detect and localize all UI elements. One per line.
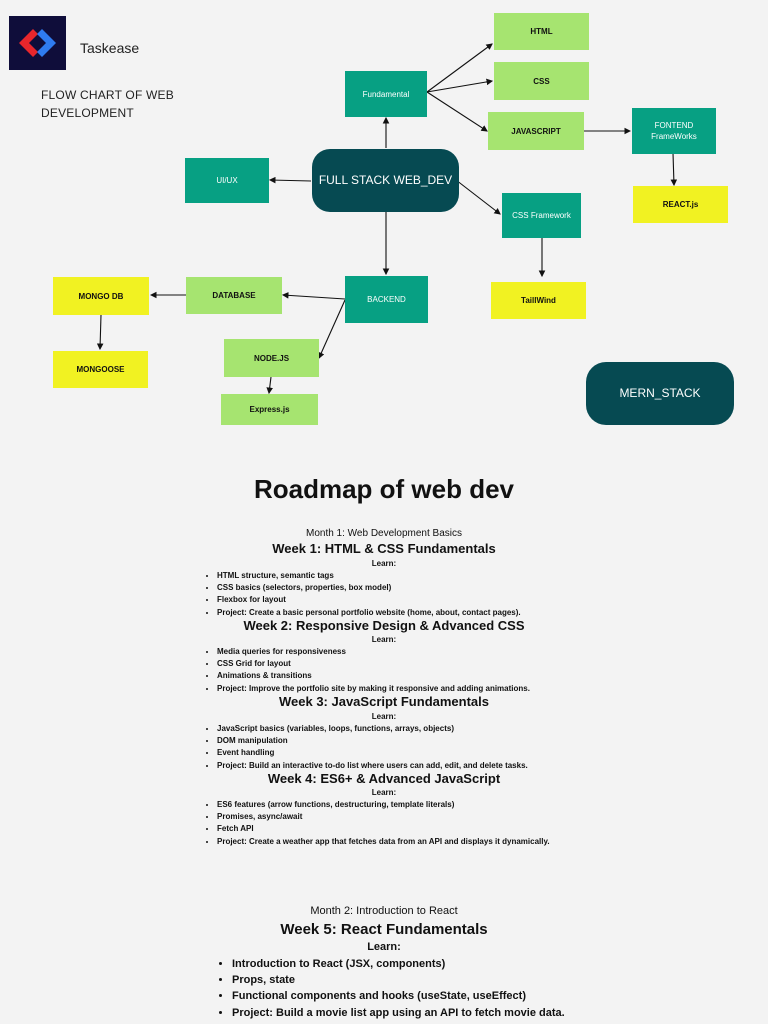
node-react: REACT.js	[633, 186, 728, 223]
list-item: Media queries for responsiveness	[217, 646, 530, 658]
list-item: DOM manipulation	[217, 735, 528, 747]
list-item: Project: Create a basic personal portfol…	[217, 607, 521, 619]
link-fundamental-javascript	[426, 91, 488, 132]
week-5-learn-label: Learn:	[367, 941, 401, 953]
link-frameworks-react	[670, 152, 678, 187]
week-2-title: Week 2: Responsive Design & Advanced CSS	[243, 618, 525, 633]
link-fundamental-css	[426, 78, 494, 93]
week-4-list: ES6 features (arrow functions, destructu…	[207, 799, 550, 848]
link-fullstack-uiux	[268, 176, 312, 184]
list-item: Introduction to React (JSX, components)	[232, 956, 565, 972]
week-5-list: Introduction to React (JSX, components) …	[222, 956, 565, 1021]
list-item: ES6 features (arrow functions, destructu…	[217, 799, 550, 811]
link-fullstack-cssframework	[455, 179, 501, 215]
node-javascript: JAVASCRIPT	[488, 112, 584, 150]
roadmap-title: Roadmap of web dev	[253, 474, 515, 504]
list-item: Flexbox for layout	[217, 594, 521, 606]
week-2-learn-label: Learn:	[371, 635, 397, 644]
week-1-title: Week 1: HTML & CSS Fundamentals	[272, 541, 496, 556]
node-uiux: UI/UX	[185, 158, 269, 203]
node-database: DATABASE	[186, 277, 282, 314]
taskease-logo	[9, 16, 66, 70]
node-fullstack-webdev: FULL STACK WEB_DEV	[312, 149, 459, 212]
brand-name: Taskease	[80, 40, 140, 56]
link-nodejs-express	[266, 376, 273, 395]
week-3-learn-label: Learn:	[371, 712, 397, 721]
node-fundamental: Fundamental	[345, 71, 427, 117]
node-css: CSS	[494, 62, 589, 100]
list-item: Fetch API	[217, 823, 550, 835]
list-item: Project: Build an interactive to-do list…	[217, 760, 528, 772]
list-item: Functional components and hooks (useStat…	[232, 988, 565, 1004]
node-express: Express.js	[221, 394, 318, 425]
node-mongoose: MONGOOSE	[53, 351, 148, 388]
list-item: Project: Create a weather app that fetch…	[217, 836, 550, 848]
node-mern-stack: MERN_STACK	[586, 362, 734, 425]
list-item: HTML structure, semantic tags	[217, 570, 521, 582]
list-item: Event handling	[217, 747, 528, 759]
node-css-framework: CSS Framework	[502, 193, 581, 238]
link-fundamental-html	[426, 43, 493, 93]
node-mongodb: MONGO DB	[53, 277, 149, 315]
week-3-title: Week 3: JavaScript Fundamentals	[278, 694, 489, 709]
node-tailwind: TaillWind	[491, 282, 586, 319]
month-1-title: Month 1: Web Development Basics	[305, 528, 462, 539]
list-item: Props, state	[232, 972, 565, 988]
week-1-list: HTML structure, semantic tags CSS basics…	[207, 570, 521, 619]
list-item: CSS basics (selectors, properties, box m…	[217, 582, 521, 594]
flowchart-connectors	[96, 43, 678, 395]
week-4-title: Week 4: ES6+ & Advanced JavaScript	[267, 771, 501, 786]
list-item: Project: Improve the portfolio site by m…	[217, 683, 530, 695]
list-item: Promises, async/await	[217, 811, 550, 823]
week-2-list: Media queries for responsiveness CSS Gri…	[207, 646, 530, 695]
list-item: CSS Grid for layout	[217, 658, 530, 670]
week-5-title: Week 5: React Fundamentals	[280, 921, 488, 938]
node-nodejs: NODE.JS	[224, 339, 319, 377]
link-backend-database	[281, 292, 346, 300]
list-item: Animations & transitions	[217, 670, 530, 682]
link-backend-nodejs	[318, 299, 346, 360]
node-backend: BACKEND	[345, 276, 428, 323]
list-item: JavaScript basics (variables, loops, fun…	[217, 723, 528, 735]
week-1-learn-label: Learn:	[371, 559, 397, 568]
list-item: Project: Build a movie list app using an…	[232, 1005, 565, 1021]
node-html: HTML	[494, 13, 589, 50]
link-mongodb-mongoose	[96, 314, 104, 351]
month-2-title: Month 2: Introduction to React	[310, 905, 458, 917]
week-4-learn-label: Learn:	[371, 788, 397, 797]
logo-chevrons-icon	[19, 29, 56, 57]
flowchart-subtitle: FLOW CHART OF WEB DEVELOPMENT	[41, 88, 174, 120]
week-3-list: JavaScript basics (variables, loops, fun…	[207, 723, 528, 772]
node-frontend-frameworks: FONTEND FrameWorks	[632, 108, 716, 154]
